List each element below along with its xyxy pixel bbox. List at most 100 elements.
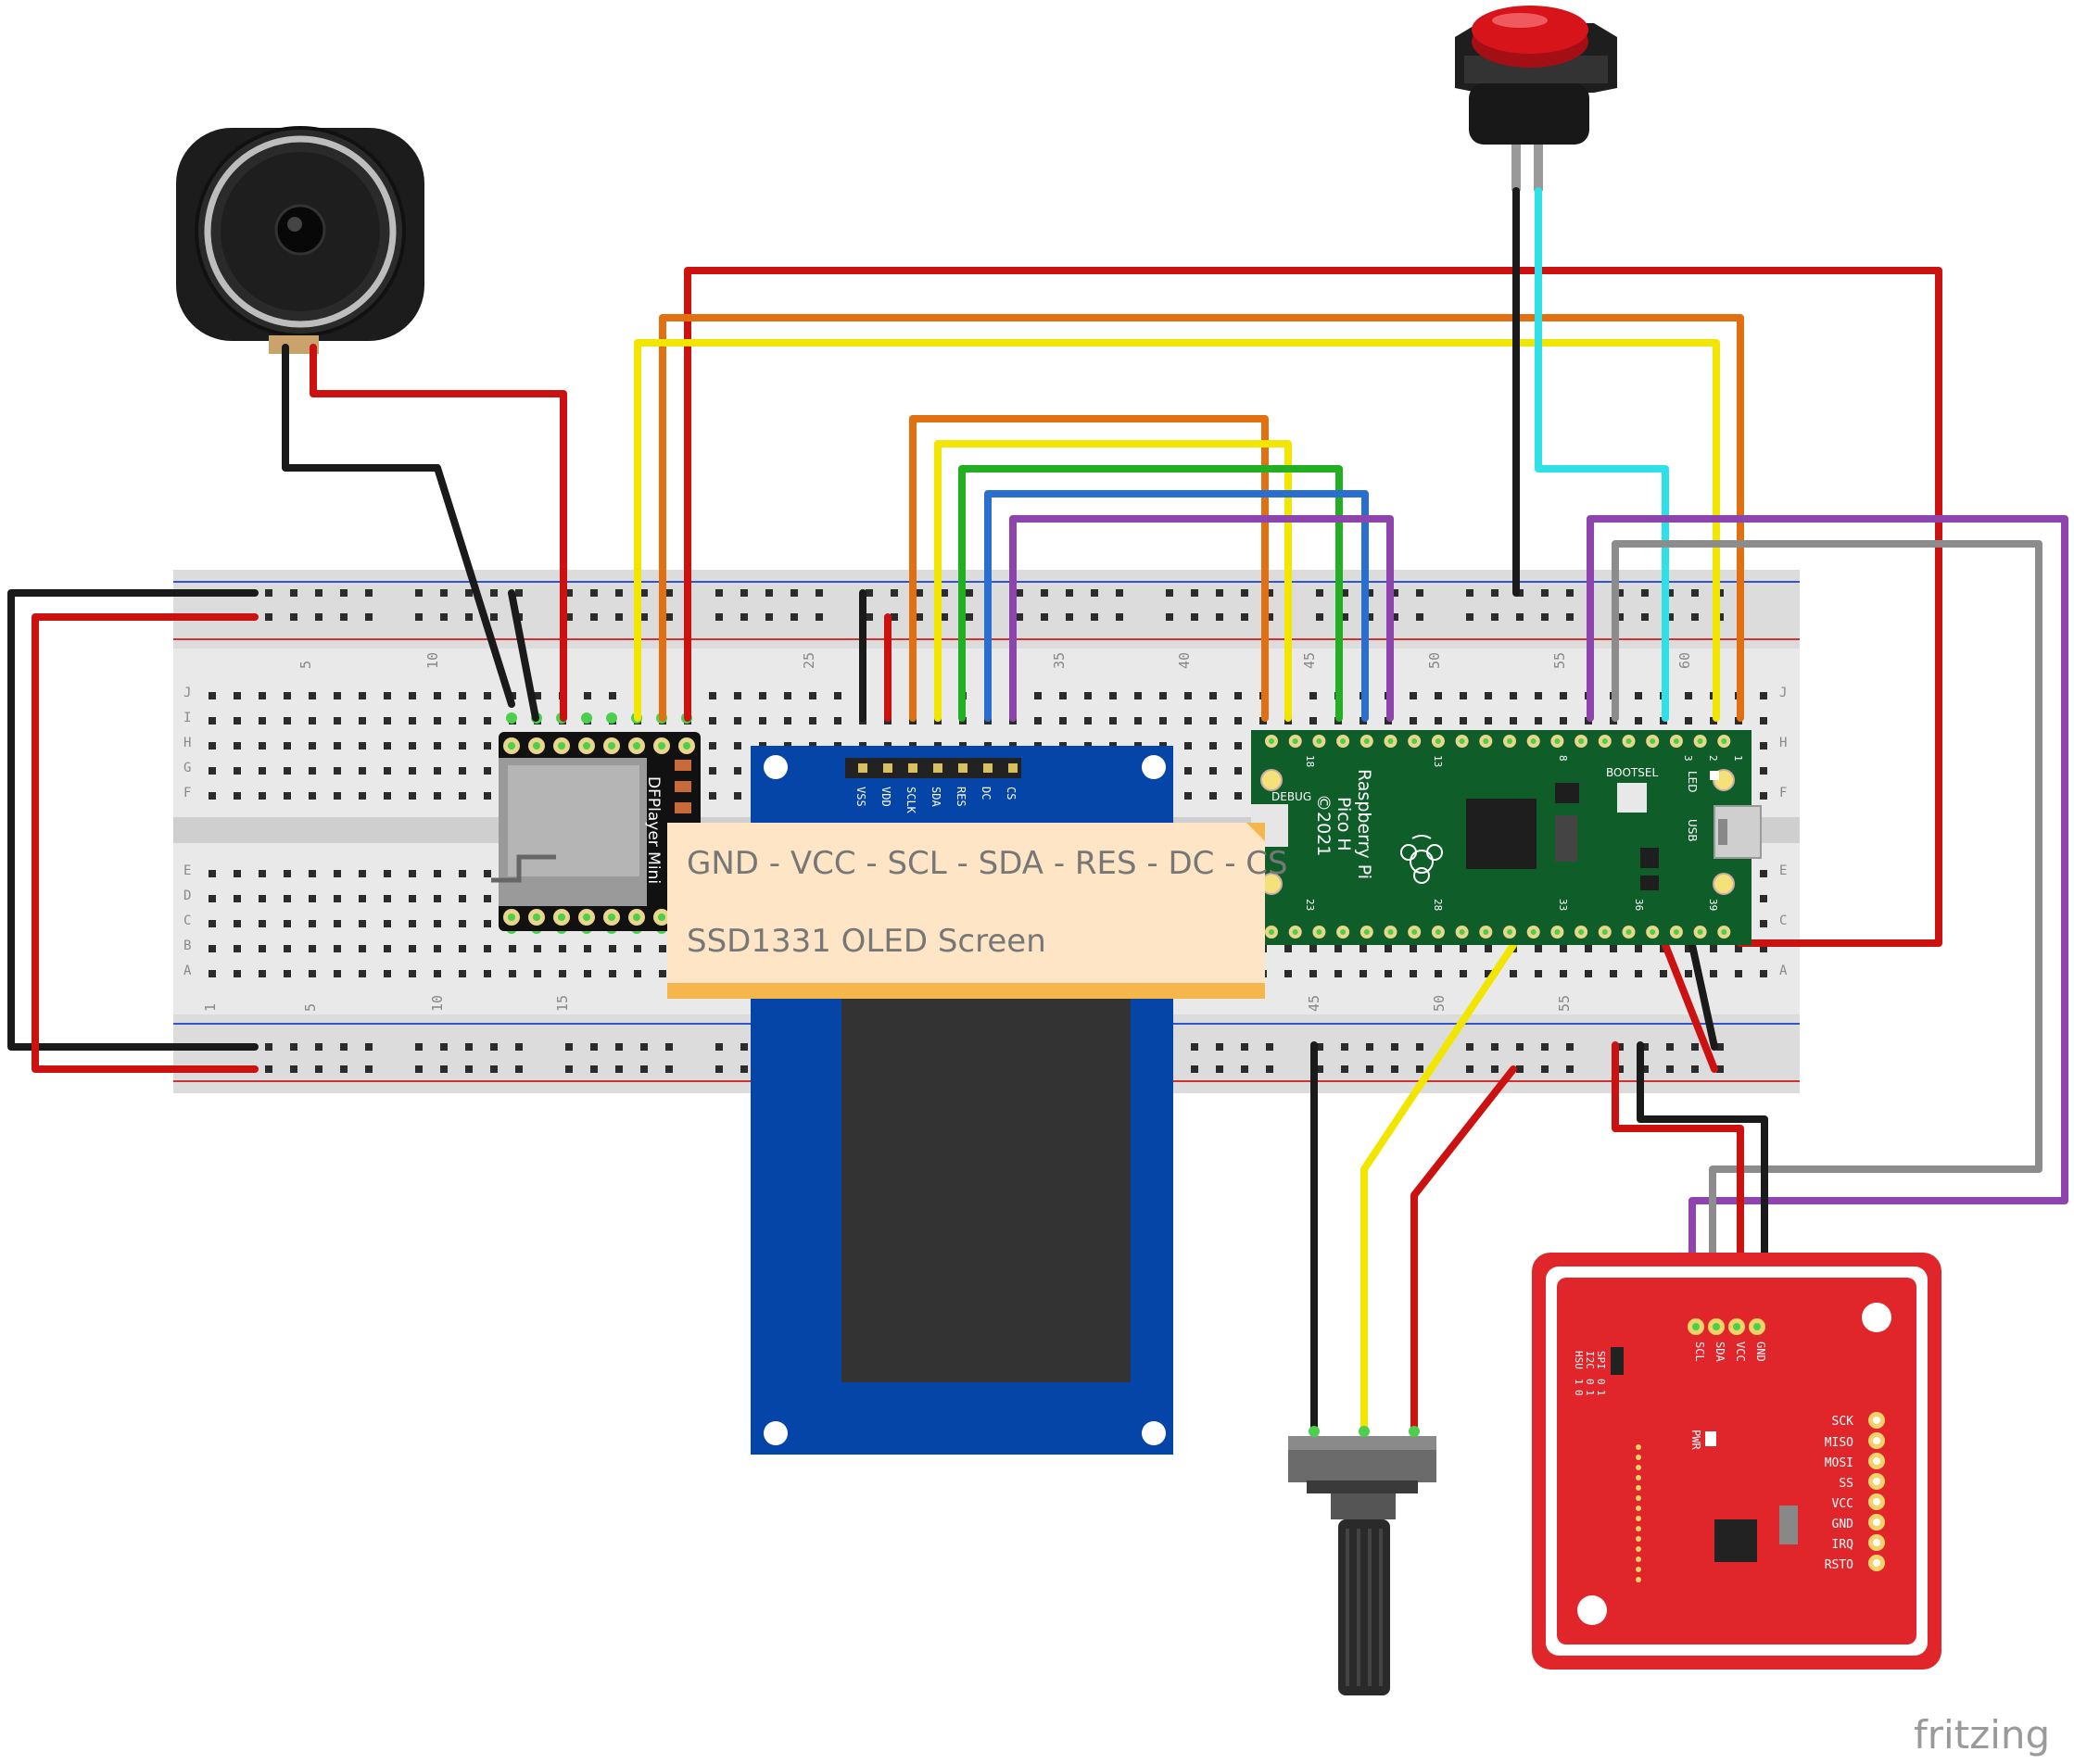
wire-rfid-scl[interactable] [1587,515,2068,1327]
rail-hole [916,589,923,597]
rail-hole [765,613,773,621]
breadboard-hole [1710,717,1717,724]
dfplayer-mini[interactable]: DFPlayer Mini [491,732,701,931]
breadboard-hole [1059,717,1067,724]
wire-dfplayer-red[interactable] [684,267,1942,947]
rail-hole [1491,613,1499,621]
breadboard-hole [459,717,466,724]
breadboard-hole [209,945,216,952]
breadboard-hole [1485,945,1492,952]
pot-knob[interactable] [1338,1519,1390,1695]
breadboard-hole [434,920,441,927]
wire-speaker-pos[interactable] [310,344,567,722]
breadboard-hole [534,692,541,699]
rail-hole [816,589,823,597]
wire-rail-gnd-left[interactable] [7,589,259,1051]
rail-hole [490,1065,498,1073]
rfid-mode-value: 0 [1595,1379,1607,1385]
oled-pin-label: CS [1005,787,1018,800]
breadboard-hole [359,717,366,724]
rail-hole [1666,613,1674,621]
rail-hole [1191,613,1198,621]
breadboard-hole [1385,945,1392,952]
pico-pin-center [1435,929,1441,935]
rfid-module[interactable]: SCL SDA VCC GND SCK MISO MOSI SS VCC GND… [1532,1253,1941,1670]
breadboard-hole [459,870,466,877]
column-number: 10 [424,652,441,669]
pico-pin-center [1483,929,1489,935]
wire-button-signal[interactable] [1535,187,1669,722]
button-cap[interactable] [1472,6,1588,54]
sd-card-slot-inner [508,765,639,876]
bootsel-button[interactable] [1617,783,1647,813]
wire-pot-vcc[interactable] [1410,1065,1517,1435]
breadboard-hole [1760,970,1767,977]
oled-pin-label: VSS [854,787,867,807]
wire-oled-dc[interactable] [984,490,1369,722]
wire-oled-cs[interactable] [1009,515,1394,722]
rfid-top-pins [1688,1318,1765,1335]
wire-dfplayer-yellow[interactable] [634,339,1720,722]
rail-hole [941,613,948,621]
pico-pin-center [1601,929,1608,935]
breadboard-hole [584,970,591,977]
breadboard-hole [709,792,716,800]
wire-dfplayer-gnd[interactable] [508,589,539,722]
wire-speaker-neg[interactable] [282,344,515,708]
push-button[interactable] [1455,6,1617,191]
raspberry-pi-pico[interactable]: DEBUG USB BOOTSEL LED Raspberry Pi Pico … [1251,730,1762,945]
wire-pot-wiper[interactable] [1360,941,1517,1435]
breadboard-hole [359,767,366,775]
row-letter: E [183,863,191,878]
rfid-side-pin-center [1873,1457,1880,1465]
breadboard-hole [1560,945,1567,952]
row-letter: D [183,888,191,903]
breadboard-hole [734,692,741,699]
rail-hole [1641,613,1649,621]
rfid-board [1557,1278,1916,1644]
breadboard-hole [359,970,366,977]
breadboard-hole [1234,717,1242,724]
rail-hole [440,1043,448,1051]
rfid-mount-hole [1577,1595,1607,1625]
breadboard-hole [1610,970,1617,977]
rfid-mode-switch[interactable] [1611,1347,1624,1375]
rail-hole [790,589,798,597]
wire-rail-vcc-left[interactable] [32,613,259,1073]
pico-name-line: ©2021 [1313,794,1334,856]
breadboard-hole [1209,717,1217,724]
row-letter: C [183,914,191,928]
breadboard-hole [284,792,291,800]
potentiometer[interactable] [1288,1426,1436,1695]
wire-pico-gnd-rail[interactable] [1688,941,1718,1051]
rfid-side-label: IRQ [1832,1538,1854,1552]
pico-pin-center [1340,929,1347,935]
wire-oled-sda[interactable] [934,440,1292,722]
rail-hole [790,613,798,621]
breadboard-hole [484,767,491,775]
usb-port[interactable] [1714,805,1762,859]
breadboard-hole [1460,945,1467,952]
rail-hole [515,1065,523,1073]
pico-pin-center [1292,929,1298,935]
rail-hole [1616,1043,1624,1051]
oled-note[interactable]: GND - VCC - SCL - SDA - RES - DC - CS SS… [667,823,1288,999]
breadboard-hole [1510,970,1517,977]
breadboard-hole [1635,717,1642,724]
breadboard-hole [484,717,491,724]
wire-pico-vcc-rail[interactable] [1662,941,1718,1073]
breadboard-hole [1410,945,1417,952]
rail-hole [515,589,523,597]
wire-oled-res[interactable] [958,465,1343,722]
wire-rfid-sda[interactable] [1612,540,2042,1327]
pico-pin-center [1483,738,1489,744]
breadboard-hole [284,692,291,699]
breadboard-hole [284,767,291,775]
wire-oled-sclk[interactable] [909,415,1269,722]
rail-hole [1266,613,1273,621]
column-number: 45 [1301,652,1318,669]
wire-rfid-vcc[interactable] [1612,1041,1744,1327]
speaker[interactable] [176,126,424,354]
breadboard-hole [1184,717,1192,724]
wire-rfid-gnd[interactable] [1637,1041,1768,1327]
